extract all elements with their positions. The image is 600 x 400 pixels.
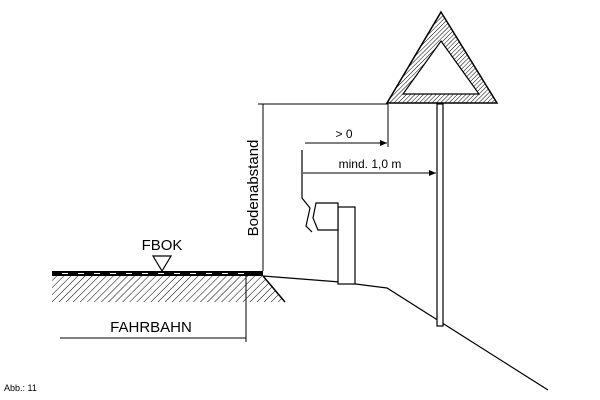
bodenabstand-dimension [258,103,388,271]
road-base-hatched [52,275,286,303]
fbok-label: FBOK [142,237,183,254]
figure-label: Abb.: 11 [4,383,37,393]
warning-sign-triangle-icon [385,10,499,104]
ground-line [262,275,549,391]
distance-min-label: mind. 1,0 m [339,157,402,171]
sign-post [436,103,444,327]
road-surface [52,271,263,276]
guardrail [301,150,356,285]
gap-min-label: > 0 [335,127,352,141]
gap-dimension [305,104,389,147]
fbok-marker-icon [151,255,173,273]
fahrbahn-label: FAHRBAHN [110,319,192,336]
bodenabstand-label: Bodenabstand [245,140,262,237]
fahrbahn-dimension [60,276,247,342]
